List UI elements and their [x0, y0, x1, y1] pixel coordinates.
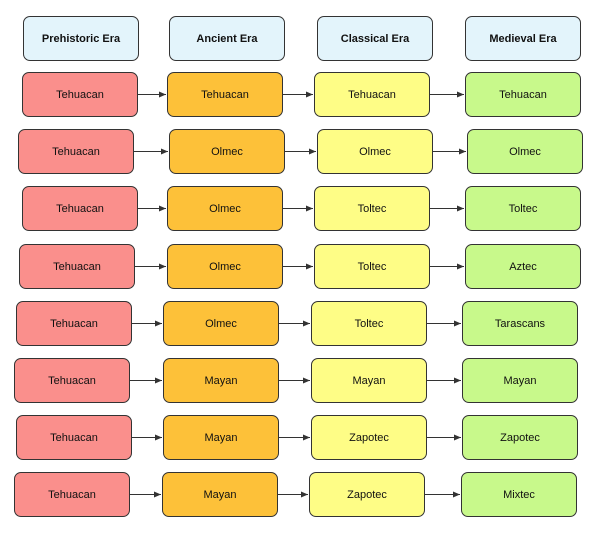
node-medieval-row-4: Aztec: [465, 244, 581, 289]
header-classical-era: Classical Era: [317, 16, 433, 61]
node-medieval-row-2: Olmec: [467, 129, 583, 174]
node-medieval-row-6: Mayan: [462, 358, 578, 403]
header-ancient-era: Ancient Era: [169, 16, 285, 61]
node-prehistoric-row-8: Tehuacan: [14, 472, 130, 517]
node-classical-row-1: Tehuacan: [314, 72, 430, 117]
node-classical-row-4: Toltec: [314, 244, 430, 289]
node-prehistoric-row-1: Tehuacan: [22, 72, 138, 117]
node-classical-row-8: Zapotec: [309, 472, 425, 517]
node-classical-row-6: Mayan: [311, 358, 427, 403]
node-medieval-row-7: Zapotec: [462, 415, 578, 460]
header-prehistoric-era: Prehistoric Era: [23, 16, 139, 61]
node-ancient-row-5: Olmec: [163, 301, 279, 346]
header-medieval-era: Medieval Era: [465, 16, 581, 61]
node-ancient-row-7: Mayan: [163, 415, 279, 460]
node-ancient-row-1: Tehuacan: [167, 72, 283, 117]
node-ancient-row-3: Olmec: [167, 186, 283, 231]
node-medieval-row-1: Tehuacan: [465, 72, 581, 117]
node-prehistoric-row-3: Tehuacan: [22, 186, 138, 231]
node-classical-row-5: Toltec: [311, 301, 427, 346]
node-prehistoric-row-7: Tehuacan: [16, 415, 132, 460]
node-classical-row-3: Toltec: [314, 186, 430, 231]
node-prehistoric-row-4: Tehuacan: [19, 244, 135, 289]
node-classical-row-7: Zapotec: [311, 415, 427, 460]
node-ancient-row-4: Olmec: [167, 244, 283, 289]
node-ancient-row-6: Mayan: [163, 358, 279, 403]
node-ancient-row-2: Olmec: [169, 129, 285, 174]
node-medieval-row-8: Mixtec: [461, 472, 577, 517]
node-medieval-row-3: Toltec: [465, 186, 581, 231]
node-ancient-row-8: Mayan: [162, 472, 278, 517]
node-prehistoric-row-2: Tehuacan: [18, 129, 134, 174]
node-classical-row-2: Olmec: [317, 129, 433, 174]
node-medieval-row-5: Tarascans: [462, 301, 578, 346]
node-prehistoric-row-6: Tehuacan: [14, 358, 130, 403]
node-prehistoric-row-5: Tehuacan: [16, 301, 132, 346]
